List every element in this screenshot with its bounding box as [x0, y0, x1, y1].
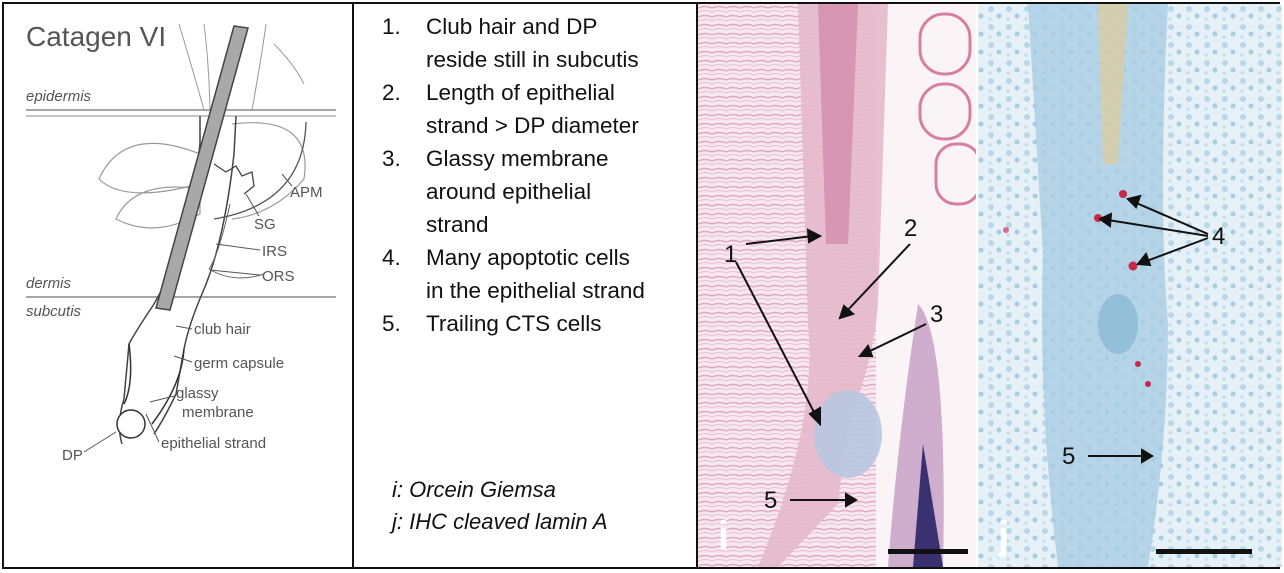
micrograph-panel: i j — [698, 4, 1282, 567]
dermal-papilla — [116, 409, 146, 439]
club-hair-shaft — [155, 25, 249, 311]
dp-pointer — [83, 431, 117, 453]
glassy-membrane-pointer — [149, 395, 175, 403]
epithelial-strand — [123, 343, 185, 425]
criteria-text-line: Trailing CTS cells — [426, 311, 602, 336]
label-epithelial-strand: epithelial strand — [161, 435, 266, 452]
criteria-list: 1. Club hair and DP reside still in subcut… — [382, 10, 645, 340]
panel-i-callouts — [735, 228, 927, 508]
background-hair-1 — [178, 23, 205, 111]
club-hair-pointer — [175, 325, 193, 330]
callout-i-1: 1 — [724, 241, 737, 268]
callout-i-5: 5 — [764, 487, 777, 514]
criteria-item: 3. Glassy membrane around epithelial strand — [382, 142, 645, 241]
label-glassy: glassy — [176, 385, 219, 402]
label-membrane: membrane — [182, 404, 254, 421]
criteria-item: 4. Many apoptotic cells in the epithelial … — [382, 241, 645, 307]
outer-root-sheath-right — [153, 115, 237, 435]
panel-j-image: j — [978, 4, 1282, 567]
criteria-item: 5. Trailing CTS cells — [382, 307, 645, 340]
stain-i-note: i: Orcein Giemsa — [392, 477, 556, 502]
criteria-item: 1. Club hair and DP reside still in subcut… — [382, 10, 645, 76]
background-hair-4 — [273, 43, 305, 85]
irs-pointer — [215, 243, 261, 251]
sebaceous-lobe-left — [98, 142, 201, 194]
sebaceous-duct — [213, 163, 255, 195]
ors-pointer — [209, 269, 261, 276]
sg-pointer — [245, 193, 260, 217]
epithelial-strand-pointer — [145, 413, 160, 443]
apoptotic-cell — [1119, 190, 1127, 198]
criteria-text-line: Club hair and DP — [426, 14, 598, 39]
apoptotic-cell — [1135, 361, 1141, 367]
criteria-text-line: around epithelial — [426, 179, 592, 204]
panel-j-callouts — [1088, 194, 1209, 464]
catagen-schematic: Catagen VI epidermis dermis subcutis — [26, 21, 336, 464]
panel-i-letter: i — [718, 514, 729, 558]
panel-j-letter: j — [997, 514, 1009, 558]
stain-notes: i: Orcein Giemsa j: IHC cleaved lamin A — [392, 474, 608, 538]
criteria-number: 3. — [382, 146, 401, 171]
label-dermis: dermis — [26, 275, 72, 292]
apoptotic-cell — [1145, 381, 1151, 387]
stain-j-note: j: IHC cleaved lamin A — [392, 509, 608, 534]
criteria-text-line: strand > DP diameter — [426, 113, 639, 138]
arrector-pili — [213, 121, 307, 220]
schematic-panel: Catagen VI epidermis dermis subcutis — [4, 4, 354, 567]
criteria-number: 2. — [382, 80, 401, 105]
ors-curve — [208, 268, 265, 279]
apoptotic-cell — [1003, 227, 1009, 233]
criteria-panel: 1. Club hair and DP reside still in subcut… — [354, 4, 698, 567]
callout-i-2: 2 — [904, 215, 917, 242]
background-hair-2 — [203, 23, 211, 111]
background-hair-3 — [251, 23, 267, 111]
callout-j-5: 5 — [1062, 443, 1075, 470]
criteria-text-line: Glassy membrane — [426, 146, 609, 171]
label-club-hair: club hair — [194, 321, 251, 338]
callout-i-3: 3 — [930, 301, 943, 328]
apm-pointer — [281, 173, 293, 187]
callout-j-4: 4 — [1212, 223, 1225, 250]
label-epidermis: epidermis — [26, 88, 92, 105]
criteria-text-line: reside still in subcutis — [426, 47, 639, 72]
criteria-text-line: Length of epithelial — [426, 80, 615, 105]
label-subcutis: subcutis — [26, 303, 82, 320]
apoptotic-cell — [1128, 261, 1138, 271]
criteria-number: 5. — [382, 311, 401, 336]
label-dp: DP — [62, 447, 83, 464]
label-apm: APM — [290, 184, 323, 201]
sebaceous-lobe-right — [231, 122, 306, 220]
criteria-item: 2. Length of epithelial strand > DP diamet… — [382, 76, 645, 142]
label-irs: IRS — [262, 243, 287, 260]
criteria-text-line: strand — [426, 212, 489, 237]
criteria-number: 4. — [382, 245, 401, 270]
criteria-text-line: in the epithelial strand — [426, 278, 645, 303]
criteria-number: 1. — [382, 14, 401, 39]
panel-i-image: i — [698, 4, 982, 567]
germ-capsule-pointer — [173, 355, 193, 363]
label-ors: ORS — [262, 268, 295, 285]
diagram-title: Catagen VI — [26, 21, 166, 52]
criteria-text-line: Many apoptotic cells — [426, 245, 630, 270]
irs-line — [208, 203, 231, 270]
micrograph-images: i j — [698, 4, 1282, 567]
label-germ-capsule: germ capsule — [194, 355, 284, 372]
label-sg: SG — [254, 216, 276, 233]
